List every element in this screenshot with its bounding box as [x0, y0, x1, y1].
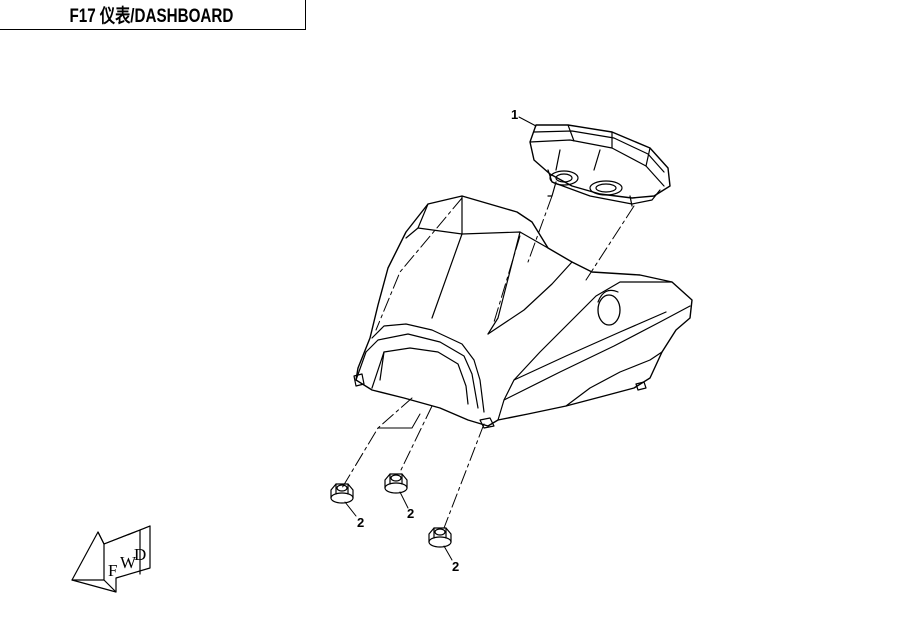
callout-label-nut-c: 2	[452, 559, 459, 574]
page-title: F17 仪表/DASHBOARD	[69, 6, 234, 27]
fwd-letter-w: W	[120, 553, 137, 572]
dashboard-cover	[353, 195, 693, 429]
flange-nut-a	[330, 483, 354, 504]
callout-label-nut-a: 2	[357, 515, 364, 530]
leader-elbow	[377, 413, 421, 429]
flange-nut-c	[428, 527, 452, 548]
fwd-letter-d: D	[134, 545, 146, 564]
instrument-meter	[529, 124, 671, 207]
title-box: F17 仪表/DASHBOARD	[0, 0, 306, 30]
callout-label-nut-b: 2	[407, 506, 414, 521]
fwd-letter-f: F	[108, 561, 117, 580]
callout-label-meter: 1	[511, 107, 518, 122]
callout-leaders	[344, 116, 537, 561]
flange-nut-b	[384, 473, 408, 494]
fwd-arrow-icon	[71, 525, 151, 593]
